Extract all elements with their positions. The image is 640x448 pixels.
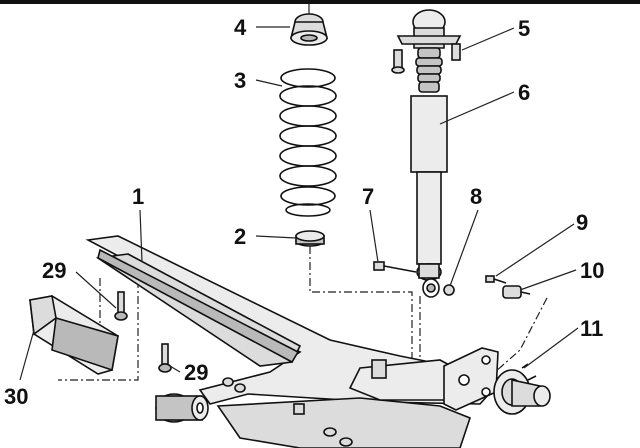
part-1-axle-beam: [85, 235, 502, 448]
leader-30: [19, 329, 35, 381]
assembly-line-spring: [309, 246, 413, 362]
callout-30: 30: [4, 384, 28, 409]
leader-10: [519, 269, 577, 291]
callout-29-lower: 29: [184, 360, 208, 385]
callout-9: 9: [576, 210, 588, 235]
part-7-bolt: [373, 261, 417, 273]
leader-7: [369, 209, 379, 263]
part-6-shock-absorber: [410, 47, 448, 298]
callout-10: 10: [580, 258, 604, 283]
beam-washers: [222, 377, 353, 447]
part-9-bolt: [485, 275, 507, 284]
leader-2: [255, 235, 297, 239]
leader-29b: [169, 365, 181, 373]
axle-rubber-bush: [155, 393, 209, 423]
assembly-line-bracket-right: [58, 280, 139, 381]
part-11-flange-bracket: [443, 347, 499, 411]
callout-8: 8: [470, 184, 482, 209]
assembly-line-hub: [485, 295, 549, 381]
callout-5: 5: [518, 16, 530, 41]
part-29-bolt-lower: [158, 343, 172, 373]
leader-1: [139, 209, 143, 263]
callout-1: 1: [132, 184, 144, 209]
top-border: [0, 0, 640, 4]
leader-29a: [75, 271, 117, 309]
callout-4: 4: [234, 15, 247, 40]
part-3-coil-spring: [279, 68, 337, 217]
part-30-rubber-block: [29, 295, 119, 375]
part-2-spring-lower-seat: [295, 230, 325, 247]
leader-5: [461, 27, 515, 51]
leader-6: [439, 91, 515, 125]
callout-11: 11: [580, 316, 603, 341]
part-4-spring-upper-seat: [289, 4, 329, 46]
callout-7: 7: [362, 184, 374, 209]
callout-6: 6: [518, 80, 530, 105]
leader-8: [449, 209, 479, 287]
part-10-sensor: [502, 285, 531, 299]
part-5-shock-top-mount: [391, 9, 462, 74]
leader-11: [523, 327, 579, 369]
part-11-wheel-hub: [493, 363, 551, 415]
part-29-bolt-upper: [114, 291, 128, 321]
part-8-nut: [443, 284, 455, 296]
callout-3: 3: [234, 68, 246, 93]
leader-3: [255, 79, 283, 87]
callout-2: 2: [234, 224, 246, 249]
callout-29-upper: 29: [42, 258, 66, 283]
leader-9: [495, 223, 575, 277]
